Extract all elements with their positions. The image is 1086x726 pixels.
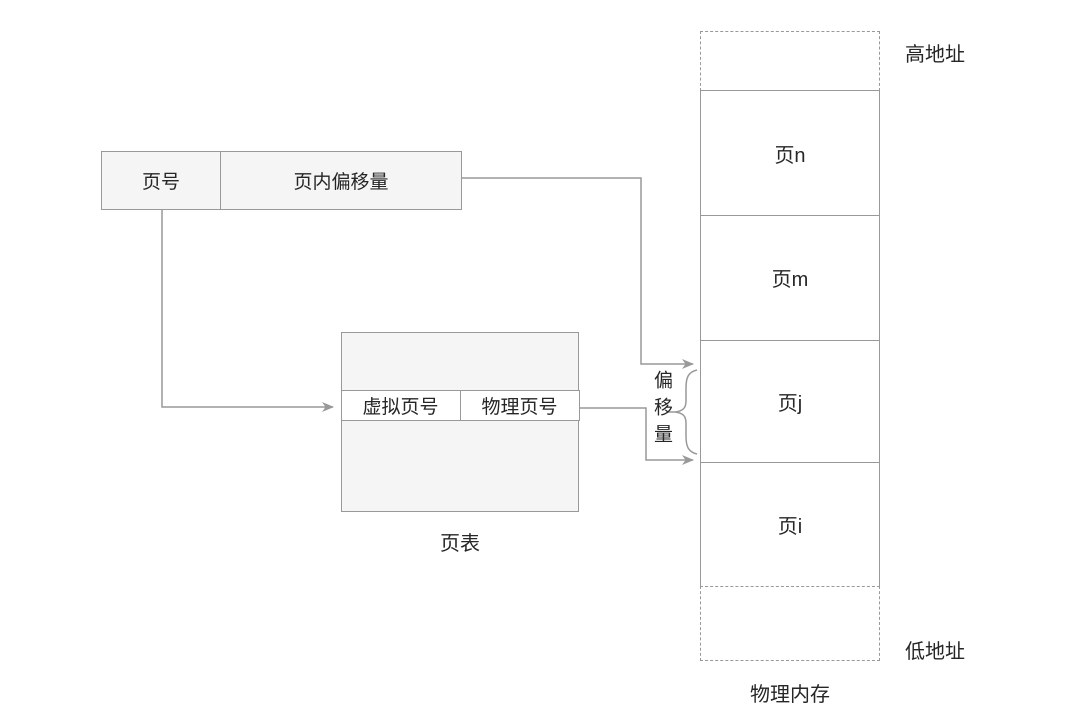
page-i-label: 页i — [777, 515, 803, 538]
virtual-page-number-cell: 虚拟页号 — [342, 391, 461, 420]
virtual-address-box: 页号 页内偏移量 — [101, 151, 462, 210]
page-table-entry-row: 虚拟页号 物理页号 — [340, 390, 580, 421]
memory-cell-page-m: 页m — [700, 214, 880, 341]
page-offset-cell: 页内偏移量 — [221, 152, 461, 209]
memory-cell-page-j: 页j — [700, 339, 880, 463]
page-table-caption: 页表 — [440, 533, 480, 555]
high-address-label: 高地址 — [905, 44, 965, 66]
virtual-page-number-label: 虚拟页号 — [362, 397, 439, 418]
low-address-label: 低地址 — [905, 641, 965, 663]
page-j-label: 页j — [777, 392, 803, 415]
page-offset-label: 页内偏移量 — [293, 172, 389, 193]
page-table-box: 虚拟页号 物理页号 — [340, 332, 580, 512]
memory-cell-page-n: 页n — [700, 90, 880, 216]
memory-cell-dashed-top — [700, 31, 880, 91]
physical-page-number-label: 物理页号 — [481, 397, 558, 418]
memory-cell-page-i: 页i — [700, 461, 880, 587]
physical-memory-caption: 物理内存 — [750, 684, 830, 706]
page-number-label: 页号 — [141, 172, 180, 193]
physical-page-number-cell: 物理页号 — [461, 391, 579, 420]
memory-cell-dashed-bottom — [700, 585, 880, 661]
page-m-label: 页m — [771, 269, 809, 292]
connector-pagenumber-to-pagetable — [161, 210, 334, 412]
offset-label: 偏移量 — [651, 370, 672, 451]
page-n-label: 页n — [774, 144, 806, 167]
connector-pagetable-to-memory — [579, 407, 694, 465]
page-number-cell: 页号 — [102, 152, 221, 209]
